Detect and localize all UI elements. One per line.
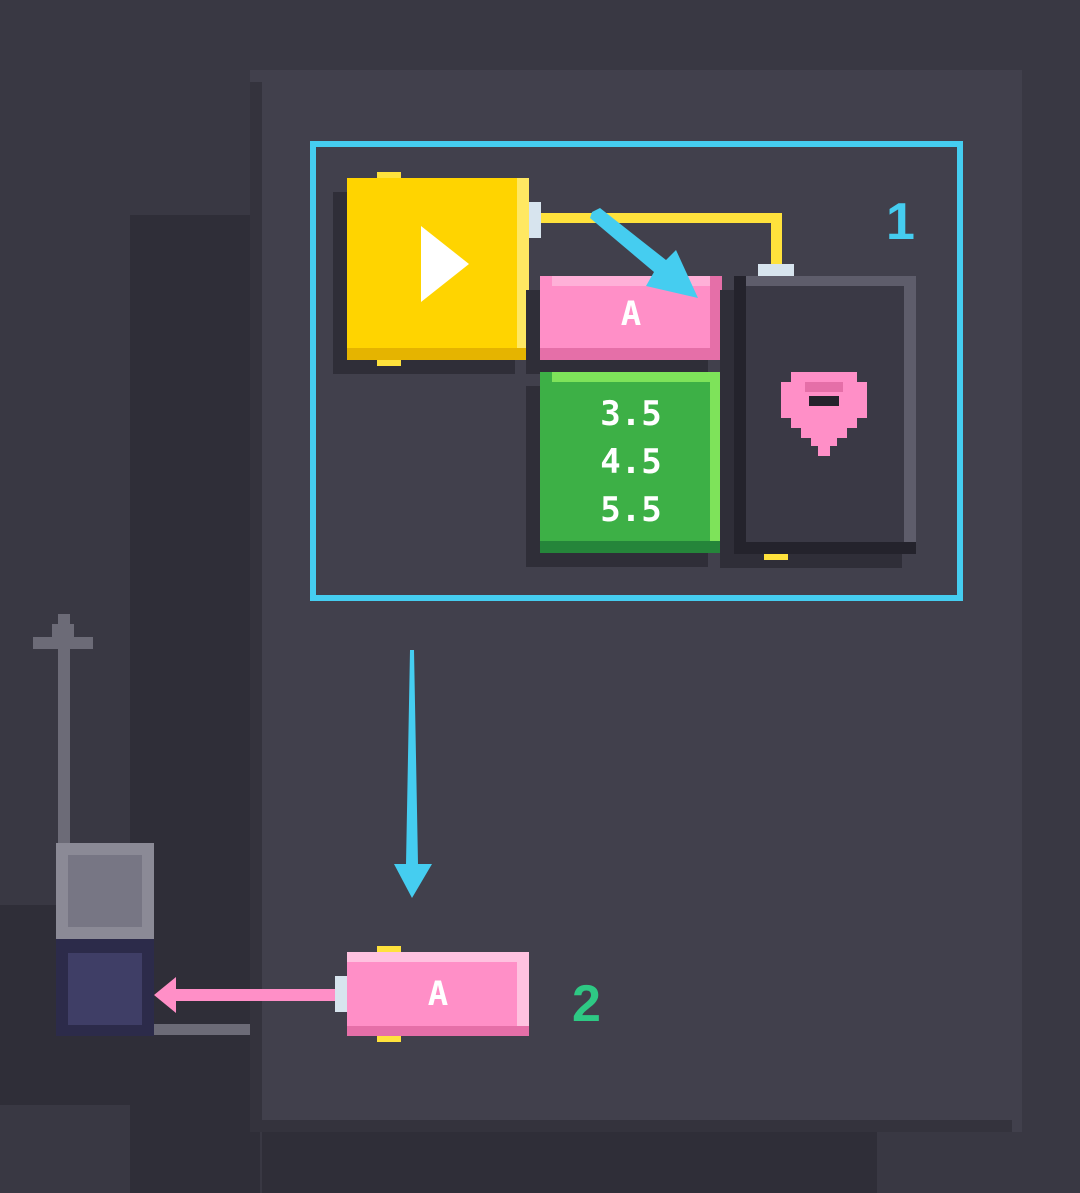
list-item: 3.5: [600, 394, 662, 434]
hint-arrow: [590, 208, 698, 298]
heart-icon-part: [811, 438, 837, 446]
play-icon: [421, 226, 469, 302]
heart-icon-slot: [809, 396, 839, 406]
cube-bottom-face: [68, 953, 142, 1025]
pin-left: [335, 976, 347, 1012]
heart-icon-part: [818, 446, 830, 456]
heart-icon-shade: [805, 382, 843, 392]
hint-arrow-shape: [590, 208, 698, 298]
heart-icon-part: [801, 428, 847, 438]
start-block[interactable]: [333, 172, 541, 374]
left-arrow-shape: [154, 977, 340, 1013]
wire-yellow: [540, 213, 782, 223]
heart-icon-part: [791, 418, 857, 428]
pin-top: [758, 264, 794, 276]
pin-bottom: [377, 1036, 401, 1042]
background-shadow: [130, 215, 260, 1193]
list-item: 5.5: [600, 490, 662, 530]
block-highlight: [746, 276, 916, 286]
pole-cap-top: [52, 624, 74, 637]
block-highlight: [904, 276, 916, 542]
block-face: [347, 962, 517, 1026]
block-highlight: [710, 372, 722, 541]
list-item: 4.5: [600, 442, 662, 482]
selection-box[interactable]: [310, 141, 963, 601]
variable-label: A: [427, 974, 449, 1014]
list-block[interactable]: 3.5 4.5 5.5: [526, 372, 734, 567]
pin-bottom: [764, 554, 788, 560]
block-highlight: [552, 372, 722, 382]
pole-cap: [33, 637, 93, 649]
output-block[interactable]: [720, 264, 916, 568]
heart-icon: [781, 372, 867, 456]
pin-top: [377, 172, 401, 178]
pin-top: [377, 946, 401, 952]
block-shade: [347, 1026, 529, 1036]
pin-right: [529, 202, 541, 238]
pole: [58, 614, 70, 846]
target-cube[interactable]: [56, 843, 154, 1036]
cube-top-face: [68, 855, 142, 927]
down-arrow-shape: [394, 650, 432, 898]
down-arrow: [394, 650, 432, 898]
variable-label: A: [620, 294, 642, 334]
background-shadow: [262, 1132, 877, 1193]
variable-block-bottom[interactable]: A: [335, 946, 529, 1042]
pin-bottom: [377, 360, 401, 366]
board-edge: [250, 82, 262, 1132]
block-face: [540, 372, 710, 541]
heart-icon-part: [791, 372, 857, 382]
board-edge: [262, 1120, 1012, 1132]
selection-number-label: 1: [886, 193, 915, 251]
wire-yellow: [771, 213, 782, 271]
step-number-label: 2: [572, 975, 601, 1033]
left-arrow: [154, 977, 340, 1013]
cube-rail: [154, 1024, 250, 1035]
pole-tip: [58, 614, 70, 624]
block-highlight: [552, 276, 710, 286]
